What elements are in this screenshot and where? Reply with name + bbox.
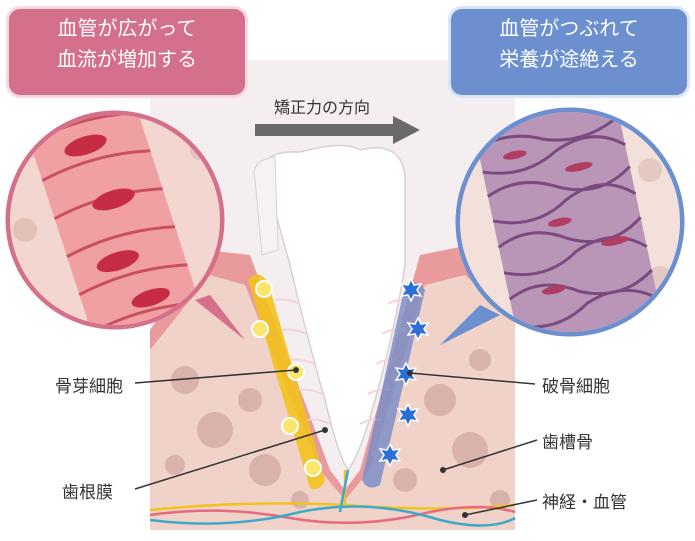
pdl-fibers bbox=[274, 298, 411, 425]
alveolar-bone-region bbox=[150, 245, 515, 530]
label-osteoblast: 骨芽細胞 bbox=[55, 377, 123, 397]
label-alveolar-bone: 歯槽骨 bbox=[542, 433, 593, 453]
right-callout-pointer bbox=[440, 305, 500, 345]
right-callout-line1: 血管がつぶれて bbox=[499, 16, 639, 40]
left-callout-line1: 血管が広がって bbox=[57, 16, 197, 40]
label-pdl: 歯根膜 bbox=[62, 483, 113, 503]
left-callout-line2: 血流が増加する bbox=[57, 47, 197, 71]
tooth-crown-edge bbox=[253, 156, 279, 256]
label-nerve-vessel: 神経・血管 bbox=[542, 493, 627, 513]
force-direction-arrow bbox=[255, 116, 420, 144]
osteoblast-cells bbox=[251, 280, 322, 477]
left-callout-box: 血管が広がって 血流が増加する bbox=[6, 6, 248, 98]
left-callout-pointer bbox=[195, 295, 245, 340]
nerve-vessel-lines bbox=[149, 469, 516, 527]
label-osteoclast: 破骨細胞 bbox=[542, 377, 610, 397]
right-callout-line2: 栄養が途絶える bbox=[499, 47, 639, 71]
leader-lines bbox=[134, 369, 538, 516]
osteoclast-cells bbox=[378, 277, 430, 468]
right-callout-box: 血管がつぶれて 栄養が途絶える bbox=[448, 6, 690, 98]
direction-label: 矯正力の方向 bbox=[274, 98, 371, 117]
leader-dots bbox=[293, 367, 468, 518]
